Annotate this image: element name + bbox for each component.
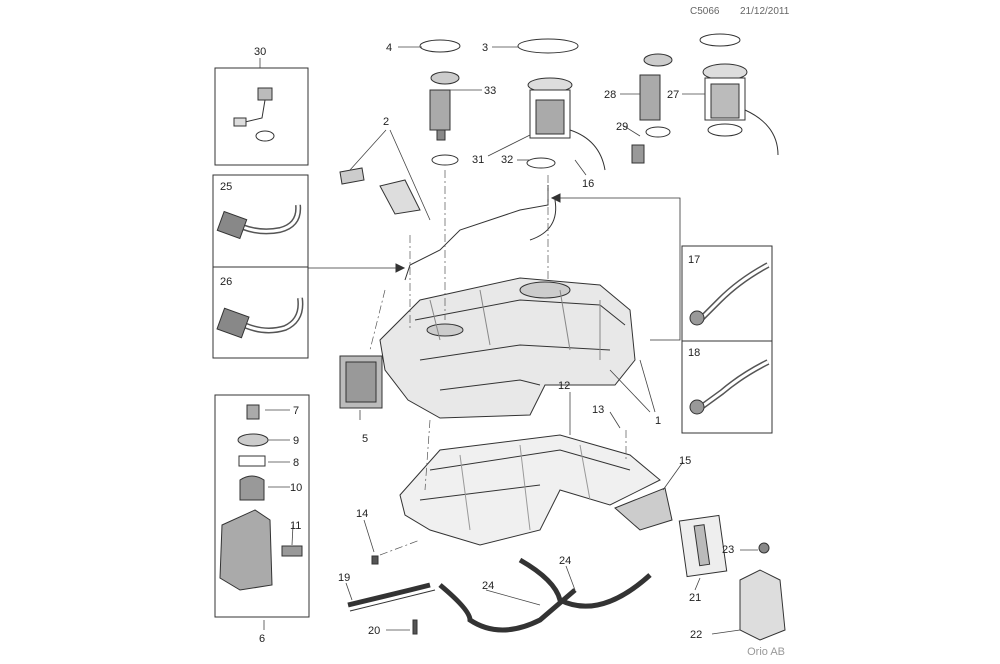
heat-shield-icon xyxy=(399,434,661,546)
bolt-14-icon xyxy=(371,555,379,565)
strap-24a xyxy=(438,583,577,633)
callout-26: 26 xyxy=(220,276,232,288)
strap-19 xyxy=(347,582,431,608)
callout-25: 25 xyxy=(220,181,232,193)
callout-23: 23 xyxy=(722,544,734,556)
pump-module-28-icon xyxy=(631,53,673,164)
bracket-2a xyxy=(339,167,365,185)
callout-6: 6 xyxy=(259,633,265,645)
callout-1: 1 xyxy=(655,415,661,427)
bracket-2b xyxy=(379,179,421,215)
callout-24b: 24 xyxy=(559,555,571,567)
callout-27: 27 xyxy=(667,89,679,101)
hose-26-icon xyxy=(216,297,304,339)
callout-13: 13 xyxy=(592,404,604,416)
callout-10: 10 xyxy=(290,482,302,494)
callout-2: 2 xyxy=(383,116,389,128)
level-sensor-icon xyxy=(233,87,275,142)
callout-9: 9 xyxy=(293,435,299,447)
pump-module-31-icon xyxy=(526,77,606,171)
callout-5: 5 xyxy=(362,433,368,445)
callout-12: 12 xyxy=(558,380,570,392)
callout-20: 20 xyxy=(368,625,380,637)
document-code: C5066 xyxy=(690,6,720,17)
callout-14: 14 xyxy=(356,508,368,520)
lock-ring-4 xyxy=(419,39,461,53)
callout-28: 28 xyxy=(604,89,616,101)
hose-25-icon xyxy=(216,204,302,240)
hose-18-icon xyxy=(689,359,770,415)
callout-29: 29 xyxy=(616,121,628,133)
canister-assembly-icon xyxy=(219,404,303,591)
strap-24b xyxy=(518,557,652,609)
callout-3: 3 xyxy=(482,42,488,54)
pump-module-33-icon xyxy=(429,71,460,166)
callout-31: 31 xyxy=(472,154,484,166)
callout-11: 11 xyxy=(290,520,301,532)
callout-15: 15 xyxy=(679,455,691,467)
pump-module-27-icon xyxy=(699,33,779,156)
callout-8: 8 xyxy=(293,457,299,469)
hose-17-icon xyxy=(689,262,770,326)
callout-32: 32 xyxy=(501,154,513,166)
lock-ring-3 xyxy=(517,38,579,54)
callout-24a: 24 xyxy=(482,580,494,592)
callout-21: 21 xyxy=(689,592,701,604)
canister-5-icon xyxy=(339,355,383,409)
callout-19: 19 xyxy=(338,572,350,584)
nut-23-icon xyxy=(758,542,770,554)
callout-7: 7 xyxy=(293,405,299,417)
callout-18: 18 xyxy=(688,347,700,359)
detail-box-17-18 xyxy=(681,245,773,434)
callout-17: 17 xyxy=(688,254,700,266)
document-date: 21/12/2011 xyxy=(740,6,790,17)
bracket-22-icon xyxy=(739,569,786,641)
shield-15-icon xyxy=(614,487,673,531)
control-module-icon xyxy=(678,514,728,578)
detail-box-6 xyxy=(214,394,310,618)
publisher-credit: Orio AB xyxy=(747,646,785,658)
callout-4: 4 xyxy=(386,42,392,54)
callout-33: 33 xyxy=(484,85,496,97)
detail-box-30 xyxy=(214,67,309,166)
fuel-tank-icon xyxy=(379,277,636,419)
callout-30: 30 xyxy=(254,46,266,58)
callout-22: 22 xyxy=(690,629,702,641)
bolt-20-icon xyxy=(412,619,418,635)
fuel-line xyxy=(404,185,549,281)
callout-16: 16 xyxy=(582,178,594,190)
